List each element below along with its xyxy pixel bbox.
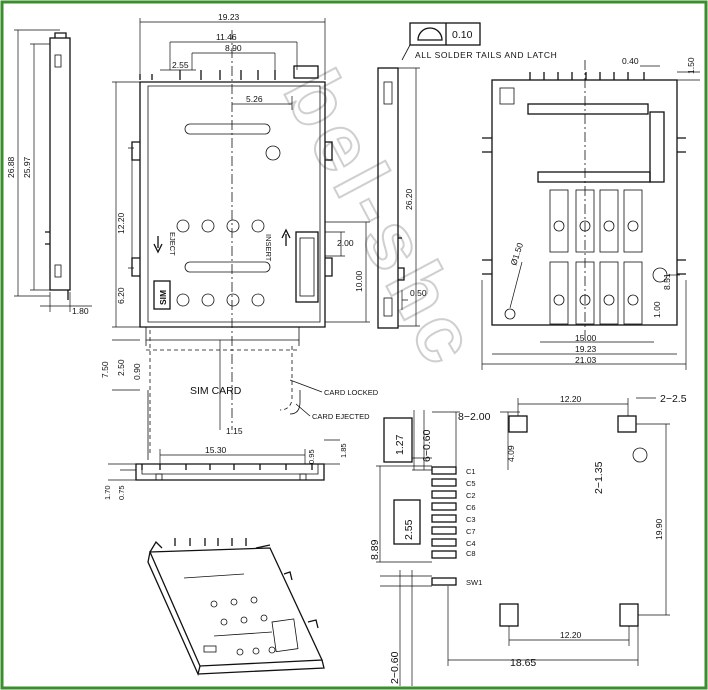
pad-d409-dim: 4.09 [506, 445, 516, 462]
pad-label-c6: C6 [466, 503, 476, 512]
top-d5-dim: 5.26 [246, 94, 263, 104]
watermark-text: bel-shc [267, 56, 497, 382]
pad-label-c1: C1 [466, 467, 476, 476]
top-h09-dim: 0.90 [132, 363, 142, 380]
top-view: SIM EJECT INSERT SIM CARD CARD LOCKED CA… [100, 12, 379, 460]
pad-pitch-dim: 1.27 [394, 434, 406, 455]
front-d185-dim: 1.85 [339, 443, 348, 458]
mid-height-dim: 26.20 [404, 188, 414, 210]
eject-arrow-icon [153, 236, 163, 254]
bottom-view: 1.50 0.40 Ø1.50 8.51 1.00 15.00 19.23 21… [481, 56, 700, 370]
mount-hole-dim: 2−1.35 [593, 461, 605, 494]
flatness-callout: 0.10 ALL SOLDER TAILS AND LATCH [401, 22, 557, 61]
flatness-value: 0.10 [452, 29, 473, 41]
pad-label-sw1: SW1 [466, 578, 482, 587]
sim-card-label: SIM CARD [190, 385, 242, 397]
top-h12-dim: 12.20 [116, 212, 126, 234]
mount-pad-dim: 2−2.5 [660, 393, 687, 405]
top-right10-dim: 10.00 [354, 270, 364, 292]
pad-label-c5: C5 [466, 479, 476, 488]
insert-arrow-icon [281, 228, 291, 246]
flatness-note: ALL SOLDER TAILS AND LATCH [415, 50, 557, 60]
iso-contacts [210, 596, 276, 656]
bottom-d040-dim: 0.40 [622, 56, 639, 66]
front-width-dim: 15.30 [205, 445, 227, 455]
push-dim: 1.15 [226, 426, 243, 436]
top-d11-dim: 11.46 [216, 32, 237, 42]
mid-offset-dim: 0.50 [410, 288, 427, 298]
mount-bot-w-dim: 12.20 [560, 630, 582, 640]
top-h2-dim: 2.50 [116, 359, 126, 376]
sim-label: SIM [158, 290, 168, 305]
front-view: 15.30 0.95 1.85 1.70 0.75 [103, 439, 348, 500]
left-overall-dim: 26.88 [6, 156, 16, 178]
pad-label-c3: C3 [466, 515, 476, 524]
profile-symbol-icon [417, 27, 443, 41]
left-side-view: 26.88 25.97 1.80 [6, 29, 92, 316]
pad-len-dim: 8−2.00 [458, 411, 491, 423]
mount-height-dim: 19.90 [654, 518, 664, 540]
pad-layout: C1 C5 C2 C6 C3 C7 C4 C8 SW1 1.27 6−0.60 … [369, 410, 520, 686]
top-h7-dim: 7.50 [100, 361, 110, 378]
eject-label: EJECT [168, 232, 177, 256]
front-d075-dim: 0.75 [117, 485, 126, 500]
contact-slots-bottom [549, 189, 643, 325]
bottom-h851-dim: 8.51 [662, 273, 672, 290]
top-h6-dim: 6.20 [116, 287, 126, 304]
bottom-w19-dim: 19.23 [575, 344, 597, 354]
card-ejected-label: CARD EJECTED [312, 412, 370, 421]
pad-size-dim: 6−0.60 [421, 429, 433, 462]
bottom-d150-dim: 1.50 [686, 57, 696, 74]
mount-layout: 12.20 2−2.5 2−1.35 19.90 12.20 18.65 [447, 393, 687, 669]
front-d095-dim: 0.95 [307, 449, 316, 464]
pad-label-c7: C7 [466, 527, 476, 536]
isometric-view [147, 538, 325, 676]
contact-holes-top [176, 219, 265, 307]
pad-span-dim: 8.89 [369, 539, 381, 560]
pad-row [431, 466, 457, 586]
mount-top-w-dim: 12.20 [560, 394, 582, 404]
pad-p255-dim: 2.55 [403, 519, 415, 540]
left-thickness-dim: 1.80 [72, 306, 89, 316]
middle-side-view: 26.20 0.50 [377, 67, 427, 329]
pad-sw-dim: 2−0.60 [389, 651, 401, 684]
pad-label-c8: C8 [466, 549, 476, 558]
top-right2-dim: 2.00 [337, 238, 354, 248]
top-width-dim: 19.23 [218, 12, 240, 22]
left-body-dim: 25.97 [22, 156, 32, 178]
bottom-w21-dim: 21.03 [575, 355, 597, 365]
card-locked-label: CARD LOCKED [324, 388, 379, 397]
top-d8-dim: 8.90 [225, 43, 242, 53]
bottom-hole-dim: Ø1.50 [508, 241, 525, 266]
insert-label: INSERT [264, 234, 273, 262]
mount-total-dim: 18.65 [510, 657, 536, 669]
front-d170-dim: 1.70 [103, 485, 112, 500]
pad-label-c2: C2 [466, 491, 476, 500]
bottom-h100-dim: 1.00 [652, 301, 662, 318]
pad-label-c4: C4 [466, 539, 476, 548]
watermark: bel-shc [266, 55, 498, 383]
top-pitch-dim: 2.55 [172, 60, 189, 70]
bottom-w15-dim: 15.00 [575, 333, 597, 343]
